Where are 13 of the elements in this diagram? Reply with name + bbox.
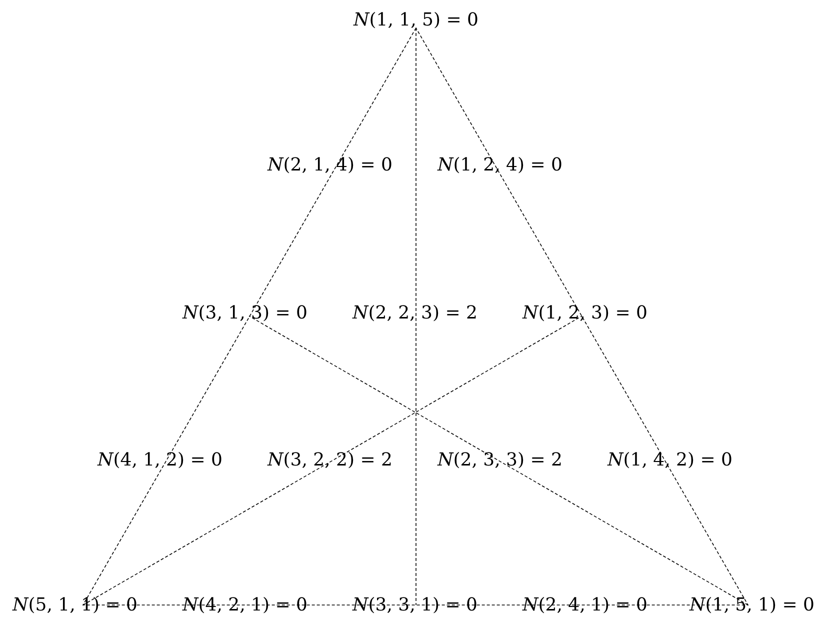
formula-label: N(2, 2, 3) = 2 — [352, 302, 478, 324]
formula-label: N(1, 2, 4) = 0 — [438, 154, 562, 176]
formula-label: N(3, 2, 2) = 2 — [268, 450, 392, 470]
formula-label: N(4, 1, 2) = 0 — [98, 450, 222, 470]
formula-label: N(3, 3, 1) = 0 — [352, 594, 478, 616]
formula-label: N(1, 2, 3) = 0 — [522, 302, 648, 324]
formula-label: N(4, 2, 1) = 0 — [182, 594, 308, 616]
formula-label: N(2, 1, 4) = 0 — [268, 154, 392, 176]
formula-label: N(2, 3, 3) = 2 — [438, 450, 562, 470]
formula-label: N(2, 4, 1) = 0 — [522, 594, 648, 616]
formula-label: N(1, 1, 5) = 0 — [354, 10, 478, 30]
formula-label: N(3, 1, 3) = 0 — [182, 302, 308, 324]
formula-label: N(1, 4, 2) = 0 — [608, 450, 732, 470]
